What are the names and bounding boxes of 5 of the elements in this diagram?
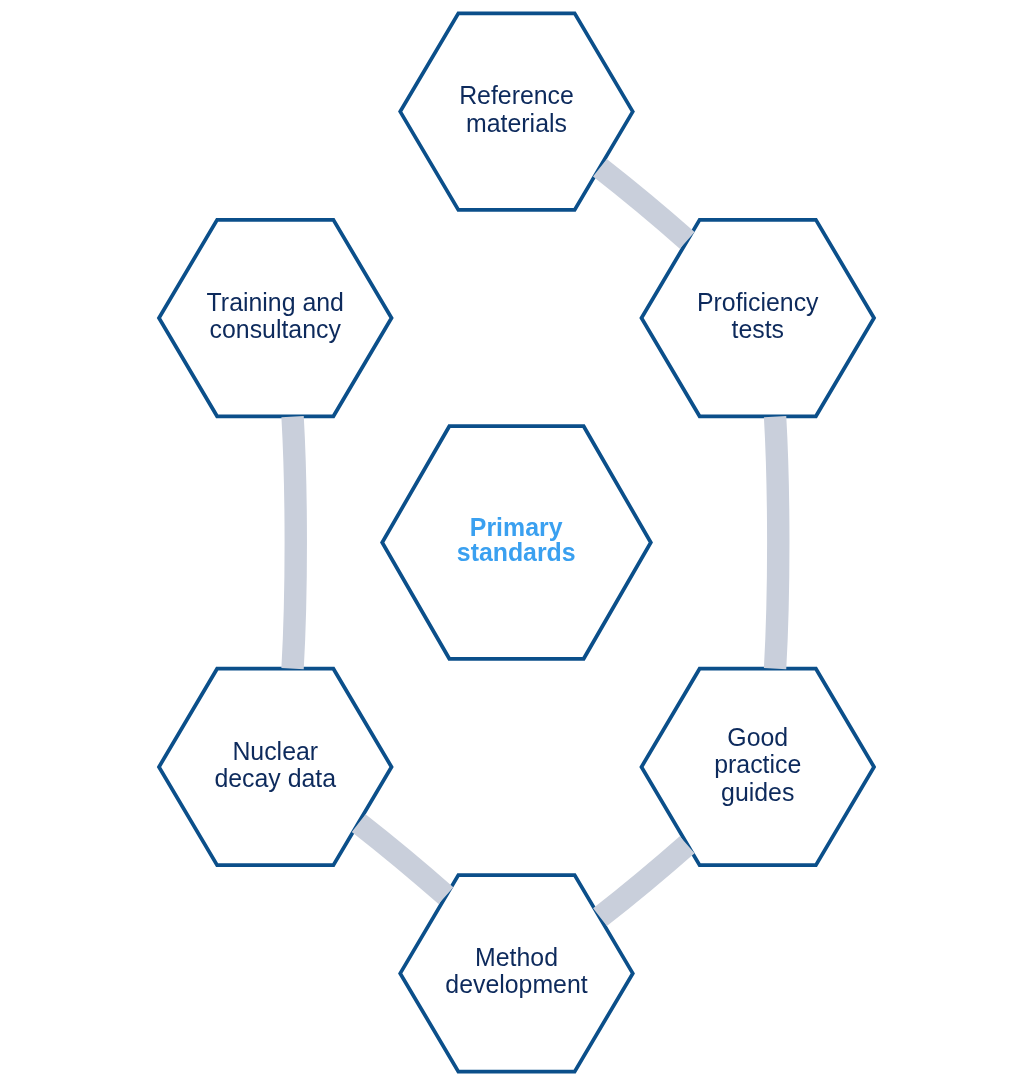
connector: [763, 416, 790, 670]
connector: [592, 159, 695, 249]
connector: [593, 836, 695, 926]
connector: [351, 814, 454, 905]
connector: [281, 416, 307, 670]
